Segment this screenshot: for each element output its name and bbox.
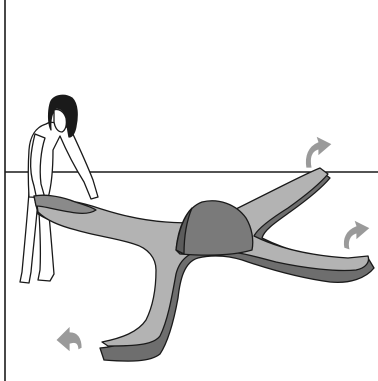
woman-figure-icon — [20, 95, 98, 283]
room-lines — [5, 0, 378, 381]
turn-arrow-icon — [344, 220, 371, 250]
play-mat-icon — [34, 168, 374, 361]
turn-arrow-icon — [56, 326, 82, 352]
turn-arrow-icon — [306, 136, 333, 168]
